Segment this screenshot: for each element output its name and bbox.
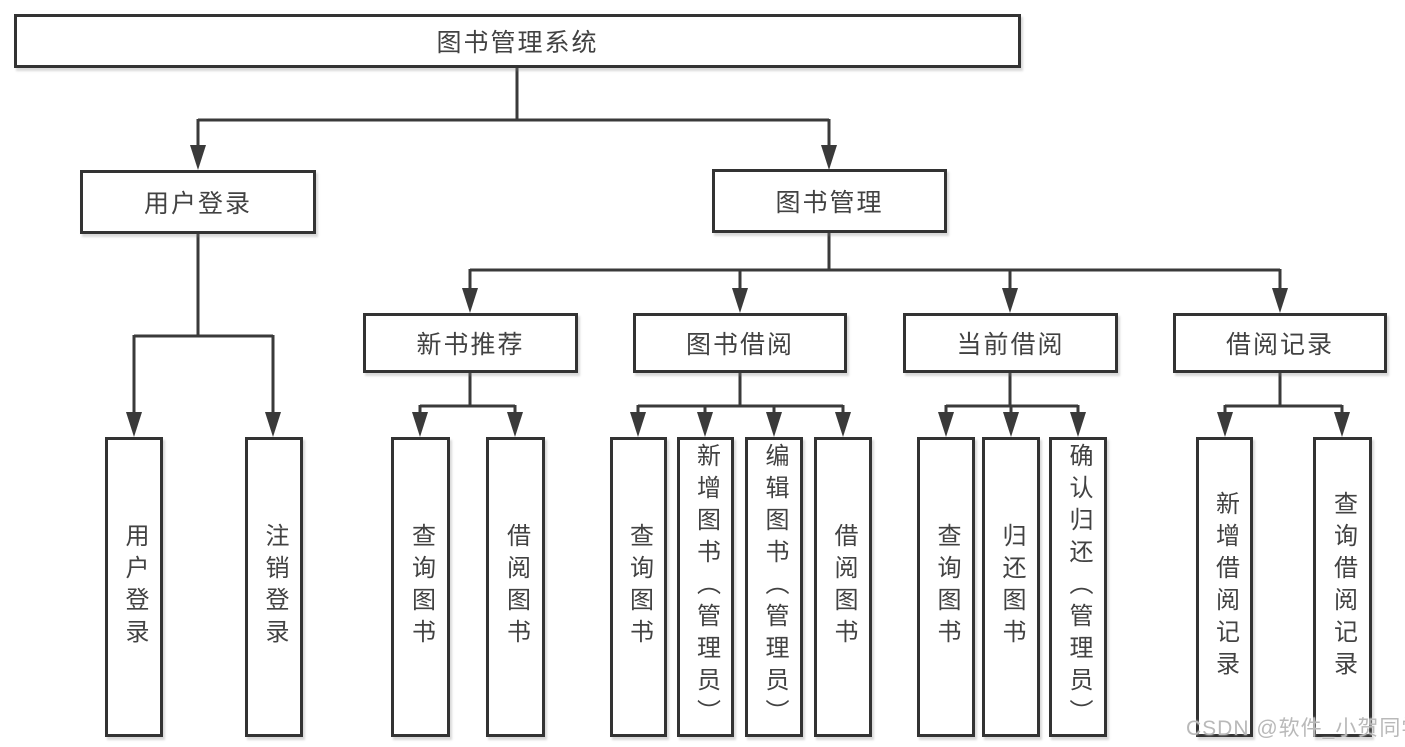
leaf-logout: 注销登录 <box>245 437 303 737</box>
node-label: 查询借阅记录 <box>1329 491 1357 683</box>
arrowhead <box>630 412 646 437</box>
node-current-borrow: 当前借阅 <box>903 313 1118 373</box>
node-label: 查询图书 <box>933 523 960 651</box>
connector-root-to-level2 <box>190 68 837 170</box>
arrowhead <box>1003 412 1019 437</box>
node-label: 用户登录 <box>121 523 148 651</box>
leaf-query-borrow-record: 查询借阅记录 <box>1313 437 1372 737</box>
leaf-query-book-recommend: 查询图书 <box>391 437 450 737</box>
arrowhead <box>1002 288 1018 313</box>
node-label: 新增借阅记录 <box>1211 491 1239 683</box>
arrowhead <box>697 412 713 437</box>
connector-current-borrow-to-leaves <box>938 373 1086 437</box>
leaf-return-book: 归还图书 <box>982 437 1040 737</box>
node-label: 确认归还（管理员） <box>1065 443 1092 731</box>
leaf-borrow-book: 借阅图书 <box>814 437 872 737</box>
node-label: 新增图书（管理员） <box>692 443 720 731</box>
arrowhead <box>190 145 206 170</box>
node-label: 归还图书 <box>998 523 1025 651</box>
leaf-add-borrow-record: 新增借阅记录 <box>1196 437 1253 737</box>
leaf-query-book-borrow: 查询图书 <box>610 437 667 737</box>
leaf-edit-book-admin: 编辑图书（管理员） <box>745 437 803 737</box>
csdn-watermark: CSDN @软件_小贺同学 <box>1186 717 1405 740</box>
connector-new-book-to-leaves <box>412 373 523 437</box>
arrowhead <box>1070 412 1086 437</box>
connector-borrow-records-to-leaves <box>1217 373 1350 437</box>
arrowhead <box>821 145 837 170</box>
leaf-borrow-book-recommend: 借阅图书 <box>486 437 545 737</box>
node-label: 图书借阅 <box>685 331 794 359</box>
node-borrow-records: 借阅记录 <box>1173 313 1387 373</box>
node-label: 查询图书 <box>625 523 653 651</box>
node-label: 注销登录 <box>261 523 288 651</box>
arrowhead <box>732 288 748 313</box>
arrowhead <box>1217 412 1233 437</box>
leaf-confirm-return-admin: 确认归还（管理员） <box>1049 437 1107 737</box>
arrowhead <box>835 412 851 437</box>
connector-book-mgmt-to-level3 <box>462 233 1288 313</box>
arrowhead <box>412 412 428 437</box>
arrowhead <box>938 412 954 437</box>
node-label: 借阅记录 <box>1225 331 1334 359</box>
node-label: 当前借阅 <box>956 331 1065 359</box>
leaf-add-book-admin: 新增图书（管理员） <box>677 437 734 737</box>
arrowhead <box>1334 412 1350 437</box>
node-label: 借阅图书 <box>502 523 530 651</box>
arrowhead <box>462 288 478 313</box>
arrowhead <box>766 412 782 437</box>
leaf-user-login: 用户登录 <box>105 437 163 737</box>
node-book-borrow: 图书借阅 <box>633 313 847 373</box>
arrowhead <box>265 412 281 437</box>
arrowhead <box>1272 288 1288 313</box>
node-label: 新书推荐 <box>416 331 525 359</box>
connector-user-login-to-leaves <box>126 234 281 437</box>
leaf-query-book-current: 查询图书 <box>917 437 975 737</box>
node-label: 借阅图书 <box>830 523 857 651</box>
node-user-login-branch: 用户登录 <box>80 170 316 234</box>
node-book-mgmt-branch: 图书管理 <box>712 169 947 233</box>
node-label: 查询图书 <box>407 523 435 651</box>
node-label: 图书管理系统 <box>436 29 599 57</box>
node-label: 图书管理 <box>775 189 884 217</box>
node-label: 编辑图书（管理员） <box>761 443 788 731</box>
arrowhead <box>126 412 142 437</box>
arrowhead <box>507 412 523 437</box>
node-new-book-recommend: 新书推荐 <box>363 313 578 373</box>
node-root-system: 图书管理系统 <box>14 14 1021 68</box>
node-label: 用户登录 <box>143 190 252 218</box>
connector-book-borrow-to-leaves <box>630 373 851 437</box>
